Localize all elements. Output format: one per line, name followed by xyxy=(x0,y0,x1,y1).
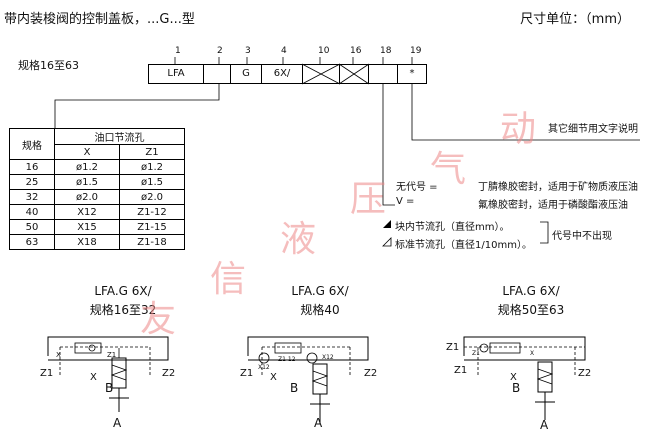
th-x: X xyxy=(54,144,120,160)
diagram-1-title: LFA.G 6X/ xyxy=(94,284,152,298)
note-no-code: 无代号 = xyxy=(396,182,438,193)
d1-orifice-z1: Z1 xyxy=(107,351,117,359)
diagram-2-sub: 规格40 xyxy=(300,303,340,317)
d3-orifice-z1: Z1 xyxy=(472,350,480,357)
watermark-char: 液 xyxy=(280,219,317,260)
note-no-code-desc: 丁腈橡胶密封，适用于矿物质液压油 xyxy=(478,182,638,193)
d3-port-z1: Z1 xyxy=(446,342,460,353)
d1-orifice-x: X xyxy=(56,351,61,359)
code-pos-10: 10 xyxy=(318,46,330,56)
d1-port-x: X xyxy=(90,372,97,383)
circuit-diagram-3 xyxy=(463,336,586,420)
th-z1: Z1 xyxy=(119,144,185,160)
code-pos-16: 16 xyxy=(350,46,362,56)
note-standard: 标准节流孔（直径1/10mm）。 xyxy=(395,240,532,251)
d1-port-z2: Z2 xyxy=(162,368,176,379)
code-pos-19: 19 xyxy=(410,46,422,56)
d1-port-z1: Z1 xyxy=(40,368,54,379)
page-title: 带内装梭阀的控制盖板，...G...型 xyxy=(4,12,195,27)
code-pos-2: 2 xyxy=(217,46,223,56)
circuit-diagram-2 xyxy=(247,336,369,424)
code-pos-1: 1 xyxy=(175,46,181,56)
code-pos-18: 18 xyxy=(380,46,392,56)
code-field-19: * xyxy=(397,64,427,84)
spec-range-label: 规格16至63 xyxy=(18,59,79,72)
d3-port-b: B xyxy=(512,381,521,395)
d2-port-a: A xyxy=(314,416,323,430)
d2-port-z2: Z2 xyxy=(364,368,378,379)
d3-port-x: X xyxy=(510,372,517,383)
circuit-diagram-1 xyxy=(47,336,169,412)
d2-orifice-x12-b: X12 xyxy=(322,354,334,361)
d3-orifice-x: X xyxy=(530,350,535,357)
th-size: 规格 xyxy=(9,128,55,160)
d2-port-z1: Z1 xyxy=(240,368,254,379)
d1-port-b: B xyxy=(105,381,114,395)
note-v-code: V = xyxy=(396,196,415,207)
th-group: 油口节流孔 xyxy=(54,128,185,145)
note-v-desc: 氟橡胶密封，适用于磷酸酯液压油 xyxy=(478,200,628,211)
d1-port-a: A xyxy=(113,416,122,430)
d2-port-x: X xyxy=(270,372,277,383)
watermark-char: 压 xyxy=(350,179,387,220)
diagram-2-title: LFA.G 6X/ xyxy=(291,284,349,298)
code-pos-3: 3 xyxy=(245,46,251,56)
unit-label: 尺寸单位：（mm） xyxy=(520,12,630,27)
d2-port-b: B xyxy=(290,381,299,395)
d3-port-z2: Z2 xyxy=(578,368,592,379)
diagram-1-sub: 规格16至32 xyxy=(89,303,157,317)
d2-orifice-x12: X12 xyxy=(258,364,270,371)
note-not-in-code: 代号中不出现 xyxy=(552,231,612,242)
watermark-char: 动 xyxy=(500,109,537,150)
note-built-in: 块内节流孔（直径mm）。 xyxy=(395,222,510,233)
d2-orifice-z1-12: Z1 12 xyxy=(278,356,296,363)
diagram-3-title: LFA.G 6X/ xyxy=(502,284,560,298)
note-other: 其它细节用文字说明 xyxy=(548,124,638,135)
watermark-char: 气 xyxy=(430,149,467,190)
code-pos-4: 4 xyxy=(281,46,287,56)
watermark-char: 友 xyxy=(140,299,177,340)
d3-port-a: A xyxy=(540,418,549,432)
d3-port-z1-lower: Z1 xyxy=(454,365,468,376)
diagram-3-sub: 规格50至63 xyxy=(497,303,565,317)
watermark-char: 信 xyxy=(210,259,247,300)
